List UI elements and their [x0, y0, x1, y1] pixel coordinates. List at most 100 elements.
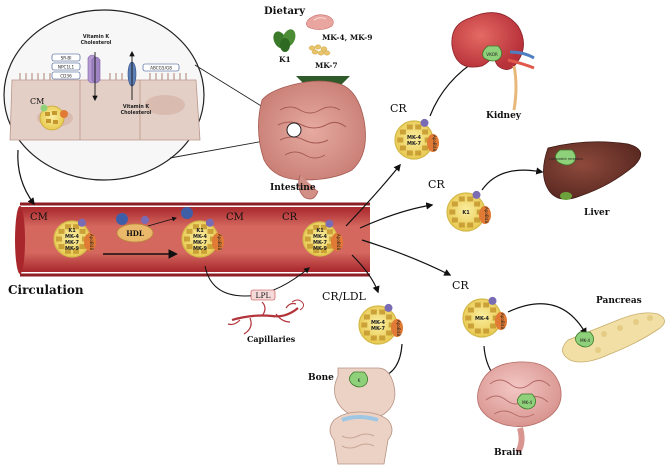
transporter-cd36: CD36: [60, 74, 72, 79]
apob48-label: ApoB48: [484, 207, 489, 224]
apob48-protein: [495, 312, 507, 330]
liver-illustration: Lipoprotein receptors: [543, 141, 642, 200]
transporter-sr-bi: SR-BI: [61, 56, 72, 61]
particle-cargo-label: K1: [316, 228, 324, 234]
particle-cargo-label: K1: [196, 228, 204, 234]
transporter-npc1l1: NPC1L1: [58, 65, 75, 70]
bone-crldl-label: CR/LDL: [322, 290, 367, 303]
natto-beans-icon: [308, 44, 331, 56]
lpl-path-arrow: [204, 265, 310, 297]
liver-label: Liver: [584, 208, 610, 218]
particle-cargo-label: MK-7: [407, 141, 421, 147]
kidney-label: Kidney: [486, 111, 522, 121]
mk4-mk9-label: MK-4, MK-9: [322, 33, 372, 42]
apoe-protein: [488, 296, 497, 305]
apob48-label: ApoB48: [89, 234, 94, 251]
kidney-receptor-label: VKOR: [486, 52, 498, 57]
bone-crldl-particle: ApoB48 MK-4MK-7: [358, 303, 403, 345]
bone-label: Bone: [308, 373, 334, 383]
particle-cargo-label: MK-7: [193, 240, 207, 246]
apob48-protein: [427, 134, 439, 152]
particle-cargo-label: MK-9: [65, 246, 79, 252]
particle-cargo-label: K1: [68, 228, 76, 234]
circulation-cr-label: CR: [282, 212, 298, 223]
apob48-protein: [84, 233, 96, 251]
k1-label: K1: [279, 55, 291, 64]
brain-label: Brain: [494, 448, 523, 458]
hdl-particle: HDL: [116, 207, 193, 243]
apoe-protein: [77, 218, 86, 227]
liver-cr-label: CR: [428, 178, 445, 191]
meat-icon: [306, 14, 334, 30]
particle-cargo-label: MK-4: [65, 234, 79, 240]
apoe-protein: [384, 303, 393, 312]
pancreas-illustration: MK-4: [562, 312, 665, 363]
particle-cargo-label: MK-7: [313, 240, 327, 246]
enterocyte-cm-particle: [39, 104, 68, 131]
apob48-label: ApoB48: [500, 313, 505, 330]
apoe-protein: [420, 118, 429, 127]
pancreas-cr-label: CR: [452, 279, 469, 292]
particle-cargo-label: MK-4: [313, 234, 327, 240]
hdl-label: HDL: [126, 229, 144, 238]
liver-receptor-label: Lipoprotein receptors: [549, 157, 583, 161]
apob48-protein: [479, 206, 491, 224]
capillaries-label: Capillaries: [247, 334, 296, 344]
particle-cargo-label: MK-7: [371, 326, 385, 332]
particle-cargo-label: MK-4: [371, 320, 385, 326]
arrow-to-kidney-cr: [345, 163, 401, 227]
kidney-illustration: VKOR: [451, 12, 535, 111]
capillaries-icon: [227, 299, 305, 335]
circulation-cm-mid-label: CM: [226, 212, 244, 223]
enterocyte-to-circulation-arrow: [17, 149, 35, 206]
enterocyte-cm-label: CM: [30, 97, 44, 106]
apoe-protein: [472, 190, 481, 199]
mk7-label: MK-7: [315, 61, 338, 70]
transporter-labels: SR-BI NPC1L1 CD36: [51, 53, 81, 80]
bone-joint-illustration: K: [329, 367, 396, 465]
particle-cargo-label: MK-4: [407, 135, 421, 141]
apob48-protein: [391, 319, 403, 337]
brain-receptor-label: MK-4: [522, 400, 532, 405]
arrow-to-bone-crldl: [351, 254, 380, 294]
particle-cargo-label: K1: [462, 210, 470, 216]
intestine-label: Intestine: [270, 183, 316, 193]
apob48-protein: [331, 233, 343, 251]
kidney-cr-particle: ApoB48 MK-4MK-7: [394, 118, 439, 160]
leafy-greens-icon: [273, 29, 296, 52]
apob48-label: ApoB48: [432, 135, 437, 152]
circulation-label: Circulation: [8, 283, 84, 297]
hdl-apo-arrow: [147, 216, 177, 227]
particle-cargo-label: MK-9: [313, 246, 327, 252]
particle-cargo-label: MK-7: [65, 240, 79, 246]
lpl-box: [250, 289, 276, 301]
brain-illustration: MK-4: [477, 361, 562, 454]
cr-to-liver-arrow: [481, 167, 544, 191]
abcg5-g8-label: ABCG5/G8: [150, 66, 172, 71]
apob48-label: ApoB48: [396, 320, 401, 337]
apoe-protein: [325, 219, 334, 228]
bone-receptor-label: K: [358, 378, 361, 383]
dietary-title: Dietary: [264, 6, 306, 17]
apob48-protein: [212, 233, 224, 251]
liver-cr-particle: ApoB48 K1: [446, 190, 491, 232]
circulation-cm-left-label: CM: [30, 212, 48, 223]
apob48-label: ApoB48: [336, 234, 341, 251]
apob48-label: ApoB48: [217, 234, 222, 251]
arrow-to-pancreas-cr: [361, 239, 452, 276]
pancreas-label: Pancreas: [596, 296, 642, 306]
particle-cargo-label: MK-4: [193, 234, 207, 240]
pancreas-receptor-label: MK-4: [580, 338, 590, 343]
intestine-illustration: Intestine: [258, 80, 366, 200]
lpl-label: LPL: [255, 291, 270, 300]
apoe-protein: [205, 218, 214, 227]
